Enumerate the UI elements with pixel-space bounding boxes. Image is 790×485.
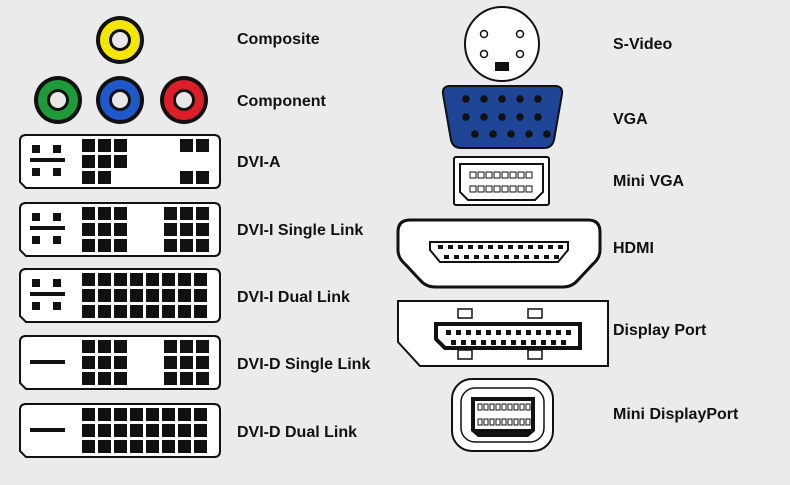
mini-displayport-connector-icon [451,378,554,452]
dvi-d-dual-label: DVI-D Dual Link [237,424,358,441]
composite-connector-icon [96,16,144,64]
dvi-d-dual-pins [82,408,207,453]
composite-label: Composite [237,31,320,48]
hdmi-label: HDMI [613,240,654,257]
component-label: Component [237,93,326,110]
vga-label: VGA [613,111,648,128]
dvi-a-label: DVI-A [237,154,281,171]
dvi-d-single-label: DVI-D Single Link [237,356,371,373]
s-video-label: S-Video [613,36,673,53]
dvi-i-single-label: DVI-I Single Link [237,222,364,239]
dvi-i-dual-label: DVI-I Dual Link [237,289,350,306]
mini-vga-connector-icon [453,156,550,206]
hdmi-connector-icon [396,218,602,289]
dvi-analog-cross-icon [30,145,65,310]
dvi-a-pins [82,139,209,184]
dvi-digital-blade-icon [30,360,65,432]
component-connector-icon [34,76,208,124]
dvi-i-dual-pins [82,273,207,318]
mini-vga-label: Mini VGA [613,173,685,190]
display-port-label: Display Port [613,322,707,339]
display-port-connector-icon [397,300,609,367]
dvi-d-single-pins [82,340,209,385]
s-video-connector-icon [464,6,540,82]
vga-connector-icon [441,85,564,149]
mini-displayport-label: Mini DisplayPort [613,406,739,423]
dvi-i-single-pins [82,207,209,252]
